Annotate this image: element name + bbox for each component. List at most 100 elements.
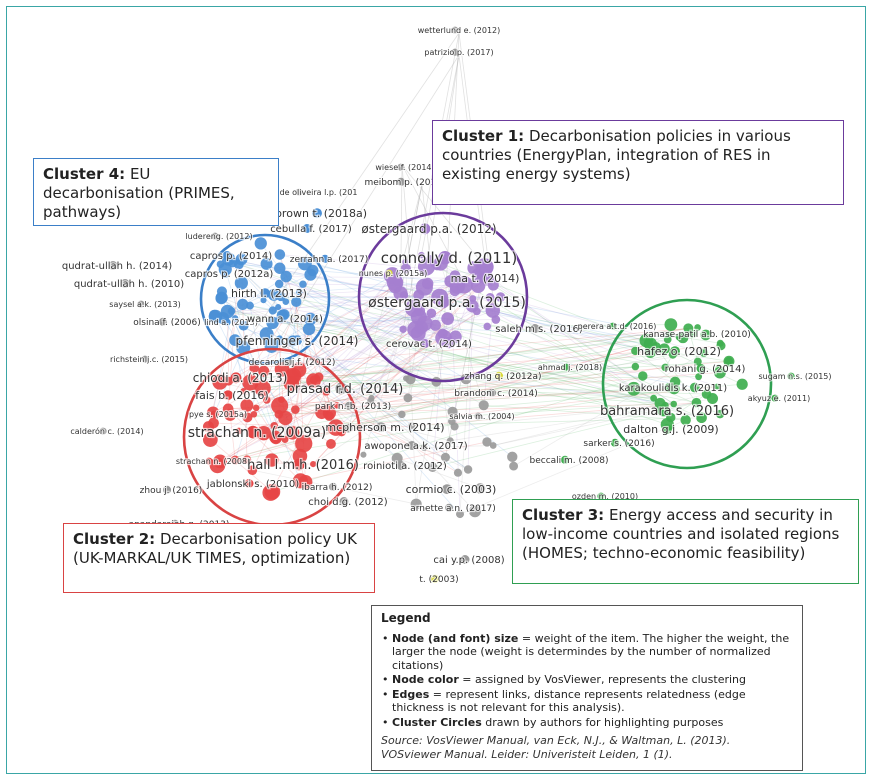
network-node: [254, 237, 267, 250]
network-node: [285, 426, 300, 440]
labeled-node: [787, 372, 795, 380]
node-label: sugam n.s. (2015): [758, 372, 831, 381]
network-node: [418, 251, 425, 259]
node-label: cai y.p. (2008): [433, 555, 504, 566]
network-edge: [424, 322, 676, 383]
network-node: [297, 256, 312, 271]
legend-text: = assigned by VosViewer, represents the …: [458, 673, 747, 686]
node-label: dalton g.j. (2009): [623, 423, 718, 436]
network-node: [270, 421, 279, 430]
network-edge: [400, 184, 423, 294]
network-edge: [285, 278, 488, 419]
network-edge: [213, 360, 730, 413]
labeled-node: [474, 412, 482, 420]
labeled-node: [376, 422, 386, 433]
network-node: [485, 292, 495, 302]
node-label: saysel a.k. (2013): [109, 300, 180, 309]
legend-term: Node color: [392, 673, 459, 686]
node-label: fais b. (2016): [195, 389, 268, 402]
network-node: [440, 452, 450, 462]
cluster-4-box: Cluster 4: EU decarbonisation (PRIMES, p…: [33, 158, 279, 226]
network-node: [716, 339, 724, 347]
node-label: meibom p. (2010): [364, 178, 445, 188]
network-node: [231, 315, 239, 322]
network-edge: [400, 164, 403, 294]
labeled-node: [222, 251, 232, 260]
network-edge: [318, 354, 673, 378]
cluster-2-box: Cluster 2: Decarbonisation policy UK (UK…: [63, 523, 375, 593]
labeled-node: [487, 388, 497, 397]
cluster-3-title: Cluster 3:: [522, 506, 605, 524]
network-edge: [665, 361, 698, 368]
network-node: [478, 400, 489, 411]
network-node: [403, 393, 413, 403]
network-node: [263, 396, 271, 404]
network-node: [670, 400, 678, 408]
network-node: [240, 388, 247, 395]
labeled-node: [442, 484, 452, 495]
node-label: lind a. (2013): [204, 318, 258, 327]
legend-item: Cluster Circles drawn by authors for hig…: [382, 715, 793, 730]
network-node: [309, 375, 319, 385]
network-node: [463, 465, 473, 474]
network-node: [209, 457, 226, 474]
cluster-4-title: Cluster 4:: [43, 165, 126, 183]
network-node: [295, 435, 313, 453]
bibliometric-network: wetterlund e. (2012)patrizio p. (2017)wi…: [61, 25, 833, 586]
labeled-node: [688, 329, 698, 338]
network-edge: [298, 286, 396, 371]
network-edge: [312, 381, 437, 465]
node-label: ozden m. (2010): [572, 492, 638, 501]
network-edge: [371, 308, 415, 399]
node-label: connolly d. (2011): [381, 249, 518, 267]
network-edge: [292, 386, 718, 434]
network-edge: [447, 318, 730, 362]
network-edge: [221, 280, 451, 299]
network-edge: [329, 296, 501, 414]
network-edge: [459, 419, 686, 515]
legend-text: drawn by authors for highlighting purpos…: [481, 715, 724, 729]
labeled-node: [120, 279, 130, 288]
network-node: [420, 444, 428, 451]
network-edge: [313, 380, 654, 399]
network-node: [295, 288, 303, 296]
network-node: [693, 357, 702, 366]
network-node: [485, 303, 501, 318]
node-label: pfenninger s. (2014): [236, 334, 359, 348]
node-label: zhang q. (2012a): [464, 372, 541, 382]
network-node: [242, 374, 259, 391]
network-node: [337, 427, 346, 437]
network-edge: [326, 366, 636, 392]
network-edge: [432, 337, 444, 468]
network-node: [280, 270, 292, 283]
node-label: akyuz e. (2011): [748, 394, 810, 403]
network-edge: [279, 338, 398, 459]
network-node: [393, 286, 408, 301]
network-node: [360, 451, 367, 458]
labeled-node: [419, 223, 431, 235]
network-node: [474, 483, 486, 494]
network-node: [410, 498, 422, 510]
network-node: [483, 322, 492, 331]
network-edge: [655, 346, 697, 403]
network-edge: [424, 445, 494, 448]
labeled-node: [610, 438, 620, 447]
network-edge: [255, 280, 398, 409]
network-node: [222, 403, 234, 415]
network-edge: [228, 372, 720, 410]
node-label: ma t. (2014): [451, 272, 520, 285]
network-edge: [483, 404, 686, 421]
network-edge: [407, 333, 419, 399]
node-label: nunes p. (2015a): [359, 269, 428, 278]
node-label: strachan n. (2008): [176, 457, 250, 466]
network-edge: [401, 383, 743, 415]
labeled-node: [276, 314, 286, 323]
network-edge: [227, 408, 301, 482]
network-edge: [210, 439, 273, 493]
network-node: [417, 315, 433, 332]
labeled-node: [420, 339, 430, 348]
network-node: [694, 324, 701, 331]
network-edge: [215, 316, 453, 413]
labeled-node: [287, 335, 299, 347]
network-edge: [273, 294, 666, 368]
